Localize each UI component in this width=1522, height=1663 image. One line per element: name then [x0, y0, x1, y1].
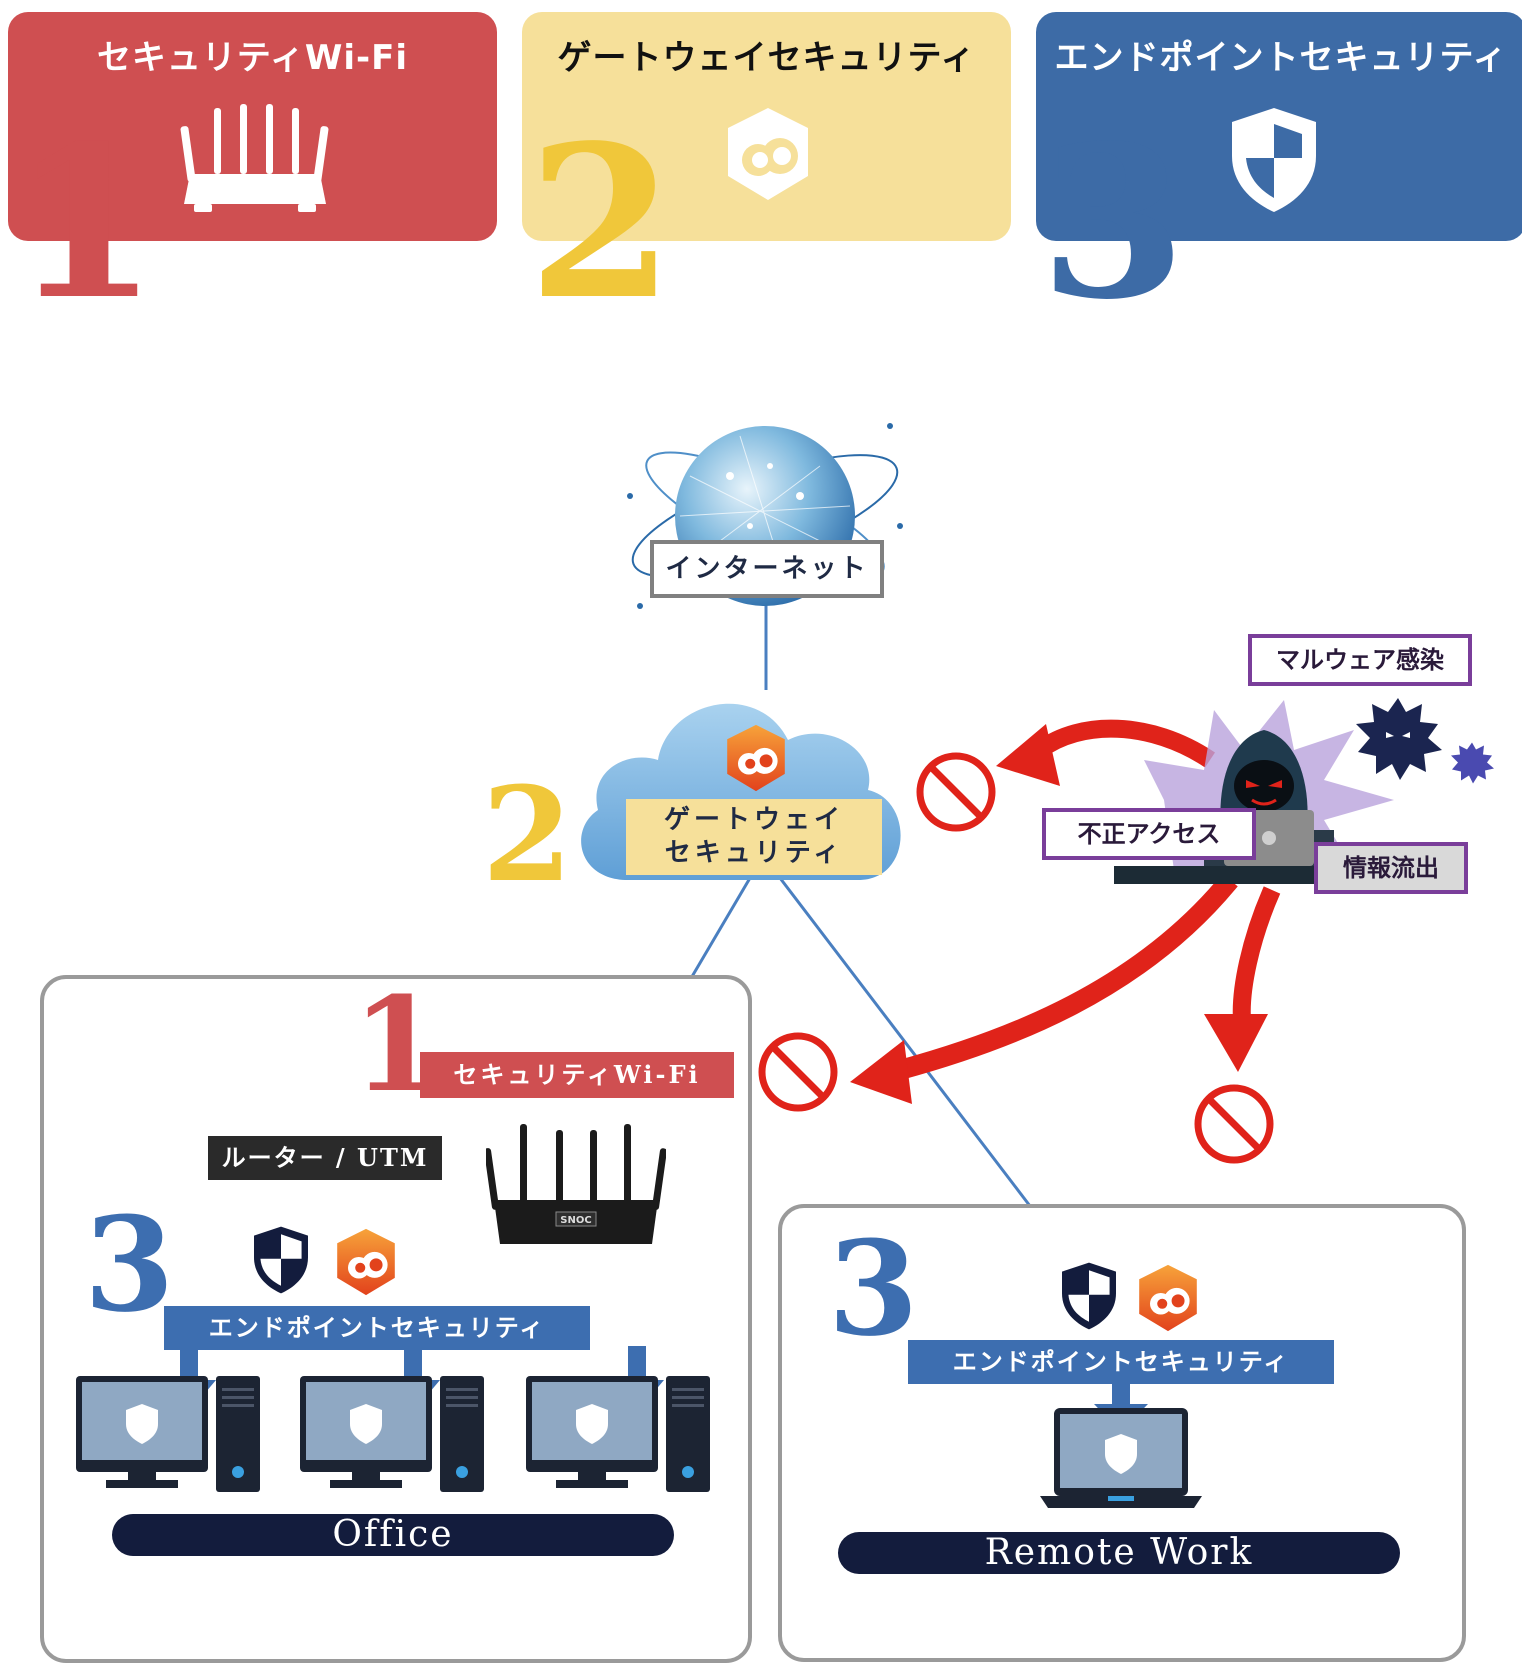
desktop-computer-icon — [526, 1376, 710, 1492]
virus-icon — [1356, 698, 1442, 780]
prohibited-icon — [758, 1032, 838, 1112]
gateway-logo-icon — [727, 724, 785, 792]
card-endpoint-security: エンドポイントセキュリティ — [1036, 12, 1522, 241]
gateway-logo-icon — [728, 108, 808, 200]
virus-icon — [1451, 742, 1494, 784]
internet-label: インターネット — [650, 540, 884, 598]
unauthorized-access-label: 不正アクセス — [1042, 808, 1256, 860]
router-brand: SNOC — [560, 1215, 591, 1226]
router-device-icon: SNOC — [486, 1124, 666, 1244]
card-number-2: 2 — [528, 99, 675, 346]
remote-endpoint-label: エンドポイントセキュリティ — [908, 1340, 1334, 1384]
gateway-logo-icon — [337, 1228, 395, 1296]
gateway-label: ゲートウェイ セキュリティ — [626, 799, 882, 875]
shield-icon — [1232, 108, 1316, 212]
prohibited-icon — [1194, 1084, 1274, 1164]
malware-label: マルウェア感染 — [1248, 634, 1472, 686]
gateway-number: 2 — [482, 758, 573, 911]
card-title: ゲートウェイセキュリティ — [557, 38, 976, 78]
card-number-1: 1 — [12, 99, 159, 346]
threat-arrows — [758, 719, 1281, 1164]
card-title: セキュリティWi-Fi — [96, 38, 409, 78]
office-endpoint-label: エンドポイントセキュリティ — [164, 1306, 590, 1350]
card-security-wifi: セキュリティWi-Fi — [8, 12, 497, 241]
card-number-3: 3 — [1040, 99, 1187, 346]
gateway-logo-icon — [1139, 1264, 1197, 1332]
remote-work-name: Remote Work — [838, 1532, 1400, 1574]
office-endpoint-number: 3 — [84, 1188, 175, 1341]
card-title: エンドポイントセキュリティ — [1054, 38, 1508, 78]
gateway-label-line1: ゲートウェイ — [663, 805, 844, 835]
desktop-computer-icon — [76, 1376, 260, 1492]
laptop-computer-icon — [1040, 1382, 1202, 1508]
desktop-computer-icon — [300, 1376, 484, 1492]
info-leak-label: 情報流出 — [1314, 842, 1468, 894]
office-name: Office — [112, 1514, 674, 1556]
remote-endpoint-number: 3 — [828, 1212, 919, 1365]
wifi-label: セキュリティWi-Fi — [420, 1052, 734, 1098]
gateway-label-line2: セキュリティ — [664, 838, 844, 868]
router-label: ルーター / UTM — [208, 1136, 442, 1180]
shield-icon — [254, 1226, 308, 1294]
shield-icon — [1062, 1262, 1116, 1330]
card-gateway-security: ゲートウェイセキュリティ — [522, 12, 1011, 241]
router-icon — [180, 104, 329, 212]
prohibited-icon — [916, 752, 996, 832]
